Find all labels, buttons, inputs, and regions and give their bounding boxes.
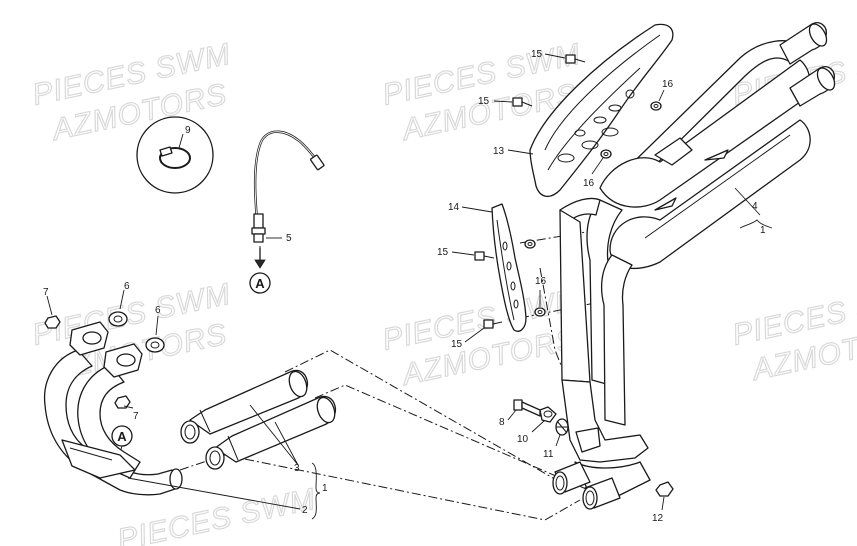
ref-marker-label: A [117, 429, 127, 444]
callout-number: 15 [478, 96, 490, 107]
heat-shield-part-14 [461, 203, 527, 332]
callout-number: 11 [543, 449, 554, 460]
sensor-part-5 [251, 130, 325, 269]
grommet-part-16 [524, 89, 665, 317]
callout-number: 15 [451, 339, 463, 350]
callout-number: 7 [43, 287, 49, 298]
nut-part-7 [44, 295, 134, 409]
callout-number: 1 [322, 483, 328, 494]
callout-number: 1 [760, 225, 766, 236]
callout-number: 6 [124, 281, 130, 292]
clamp-part-9 [136, 116, 214, 194]
bolt-part-8 [507, 399, 541, 421]
nut-part-12 [655, 481, 674, 511]
screw-part-15 [451, 53, 586, 343]
callout-number: 6 [155, 305, 161, 316]
callout-number: 4 [752, 201, 758, 212]
callout-number: 5 [286, 233, 292, 244]
callout-number: 16 [583, 178, 595, 189]
callout-number: 15 [531, 49, 543, 60]
alignment-lines [179, 227, 611, 521]
rubber-part-11 [555, 418, 569, 447]
callout-number: 9 [185, 125, 191, 136]
callout-number: 13 [493, 146, 505, 157]
callout-number: 16 [662, 79, 674, 90]
ref-marker-label: A [255, 276, 265, 291]
header-pipes-part-2 [43, 321, 301, 510]
callout-number: 14 [448, 202, 460, 213]
brace-part-1 [311, 462, 321, 520]
callout-number: 8 [499, 417, 505, 428]
callout-number: 7 [133, 411, 139, 422]
callout-number: 16 [535, 276, 547, 287]
catalyst-part-3 [180, 369, 337, 470]
spacer-part-10 [531, 406, 557, 433]
silencer-part-4 [552, 22, 836, 510]
heat-shield-part-13 [507, 23, 674, 197]
callout-number: 2 [302, 505, 308, 516]
callout-numbers: 9 5 6 6 7 7 3 1 2 15 15 15 15 16 16 16 1… [43, 49, 766, 524]
callout-number: 10 [517, 434, 529, 445]
callout-number: 12 [652, 513, 664, 524]
callout-number: 3 [294, 463, 300, 474]
gasket-part-6 [108, 289, 165, 353]
callout-number: 15 [437, 247, 449, 258]
